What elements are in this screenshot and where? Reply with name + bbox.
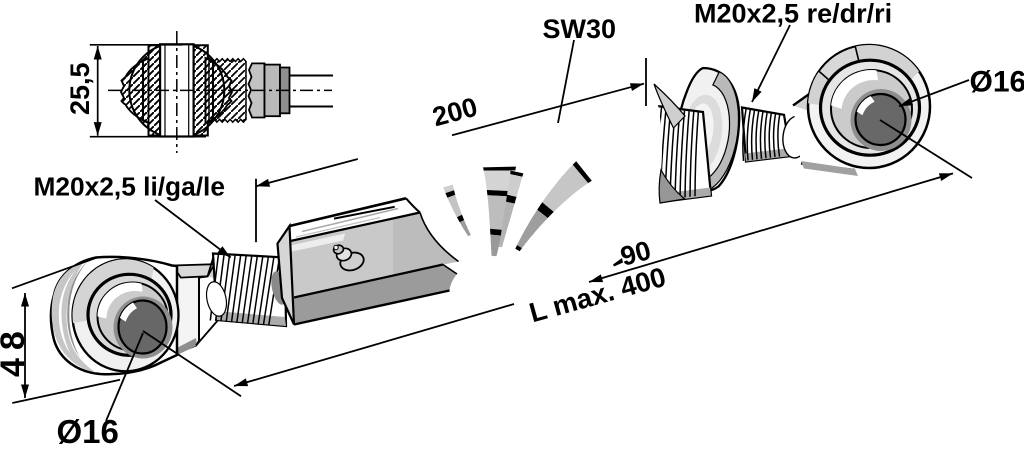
svg-text:M20x2,5 li/ga/le: M20x2,5 li/ga/le bbox=[34, 172, 226, 202]
svg-text:25,5: 25,5 bbox=[65, 62, 95, 115]
svg-text:Ø16: Ø16 bbox=[57, 413, 119, 446]
svg-text:48: 48 bbox=[0, 323, 32, 377]
svg-text:SW30: SW30 bbox=[543, 14, 617, 44]
svg-text:Ø16: Ø16 bbox=[970, 66, 1024, 99]
svg-text:M20x2,5 re/dr/ri: M20x2,5 re/dr/ri bbox=[694, 0, 892, 28]
